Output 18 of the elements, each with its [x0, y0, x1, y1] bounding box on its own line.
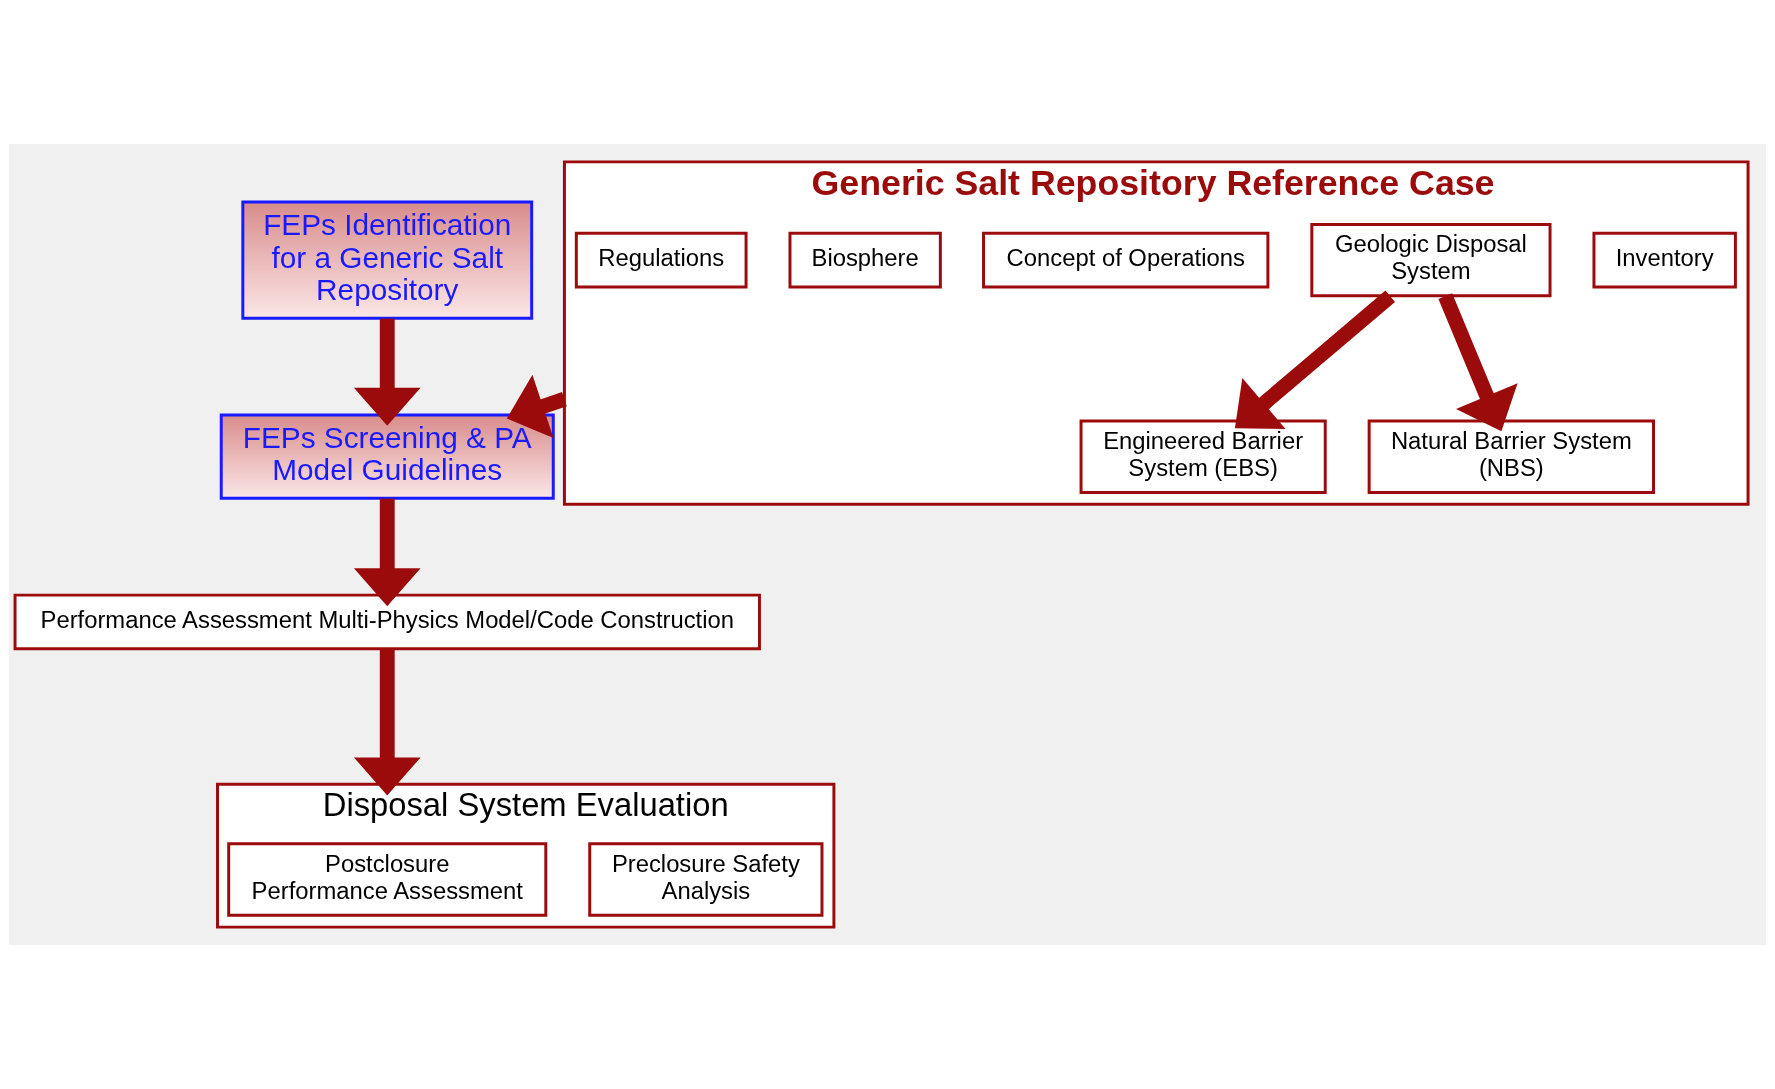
node-box: Regulations — [574, 231, 748, 289]
node-box: Biosphere — [788, 231, 942, 289]
node-box: Performance Assessment Multi-Physics Model/Code Construction — [13, 593, 761, 651]
node-box: Postclosure Performance Assessment — [227, 842, 548, 917]
node-box: Concept of Operations — [982, 231, 1270, 289]
node-box: FEPs Screening & PA Model Guidelines — [219, 413, 555, 500]
arrow — [353, 498, 421, 607]
node-box: FEPs Identification for a Generic Salt Repository — [241, 200, 534, 320]
arrow — [353, 318, 421, 426]
node-box: Inventory — [1592, 231, 1737, 289]
node-box: Engineered Barrier System (EBS) — [1079, 419, 1327, 494]
node-box: Preclosure Safety Analysis — [588, 842, 824, 917]
arrow — [506, 374, 567, 439]
node-box: Natural Barrier System (NBS) — [1367, 419, 1655, 494]
node-box: Geologic Disposal System — [1310, 222, 1552, 298]
arrow — [353, 648, 421, 796]
arrow — [1438, 293, 1518, 432]
arrow — [1234, 290, 1396, 429]
